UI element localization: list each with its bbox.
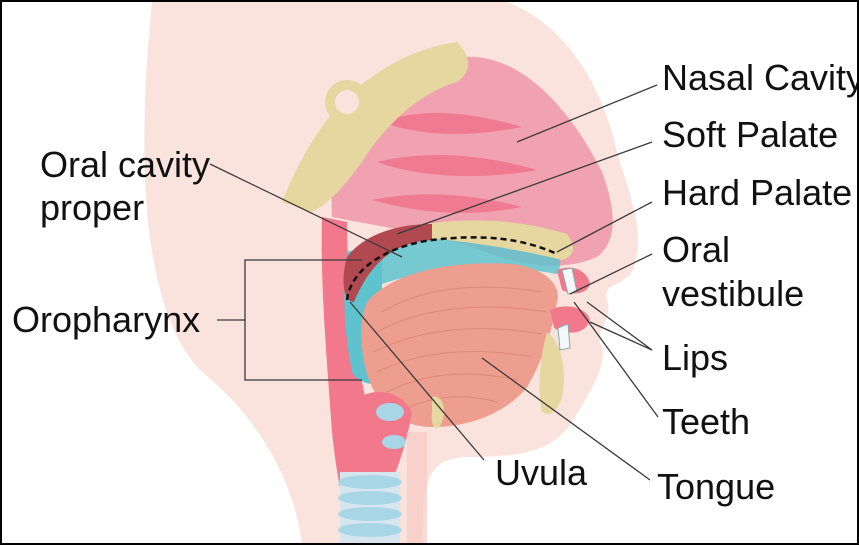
vocal-structure <box>382 435 406 449</box>
label-uvula: Uvula <box>495 452 588 493</box>
label-oral-vestibule: Oral <box>662 229 730 270</box>
label-oral-vestibule: vestibule <box>662 273 804 314</box>
label-oral-cavity-proper: proper <box>40 187 144 228</box>
label-tongue: Tongue <box>657 466 775 507</box>
vocal-structure <box>376 403 404 421</box>
label-oral-cavity-proper: Oral cavity <box>40 144 210 185</box>
label-nasal-cavity: Nasal Cavity <box>662 57 857 98</box>
lower-tooth <box>558 324 570 350</box>
label-oropharynx: Oropharynx <box>12 299 200 340</box>
label-hard-palate: Hard Palate <box>662 172 852 213</box>
label-lips: Lips <box>662 337 728 378</box>
skull-bone <box>335 90 359 114</box>
esophagus <box>407 432 427 543</box>
label-teeth: Teeth <box>662 401 750 442</box>
label-soft-palate: Soft Palate <box>662 114 838 155</box>
